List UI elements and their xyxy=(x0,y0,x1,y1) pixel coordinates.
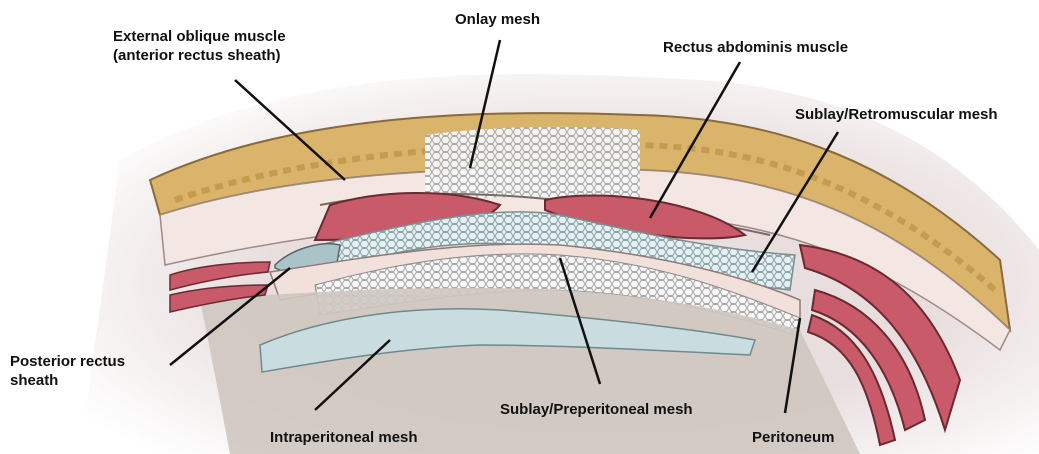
label-posterior-sheath-line1: Posterior rectus xyxy=(10,352,125,371)
label-intraperitoneal: Intraperitoneal mesh xyxy=(270,428,418,447)
label-external-oblique-line2: (anterior rectus sheath) xyxy=(113,46,286,65)
label-rectus-abdominis: Rectus abdominis muscle xyxy=(663,38,848,57)
label-external-oblique-line1: External oblique muscle xyxy=(113,27,286,46)
label-peritoneum: Peritoneum xyxy=(752,428,835,447)
label-posterior-sheath-line2: sheath xyxy=(10,371,125,390)
label-onlay-mesh: Onlay mesh xyxy=(455,10,540,29)
label-sublay-preperitoneal: Sublay/Preperitoneal mesh xyxy=(500,400,693,419)
label-sublay-retromuscular: Sublay/Retromuscular mesh xyxy=(795,105,998,124)
label-external-oblique: External oblique muscle (anterior rectus… xyxy=(113,27,286,65)
onlay-mesh-shape xyxy=(425,127,640,200)
label-posterior-sheath: Posterior rectus sheath xyxy=(10,352,125,390)
